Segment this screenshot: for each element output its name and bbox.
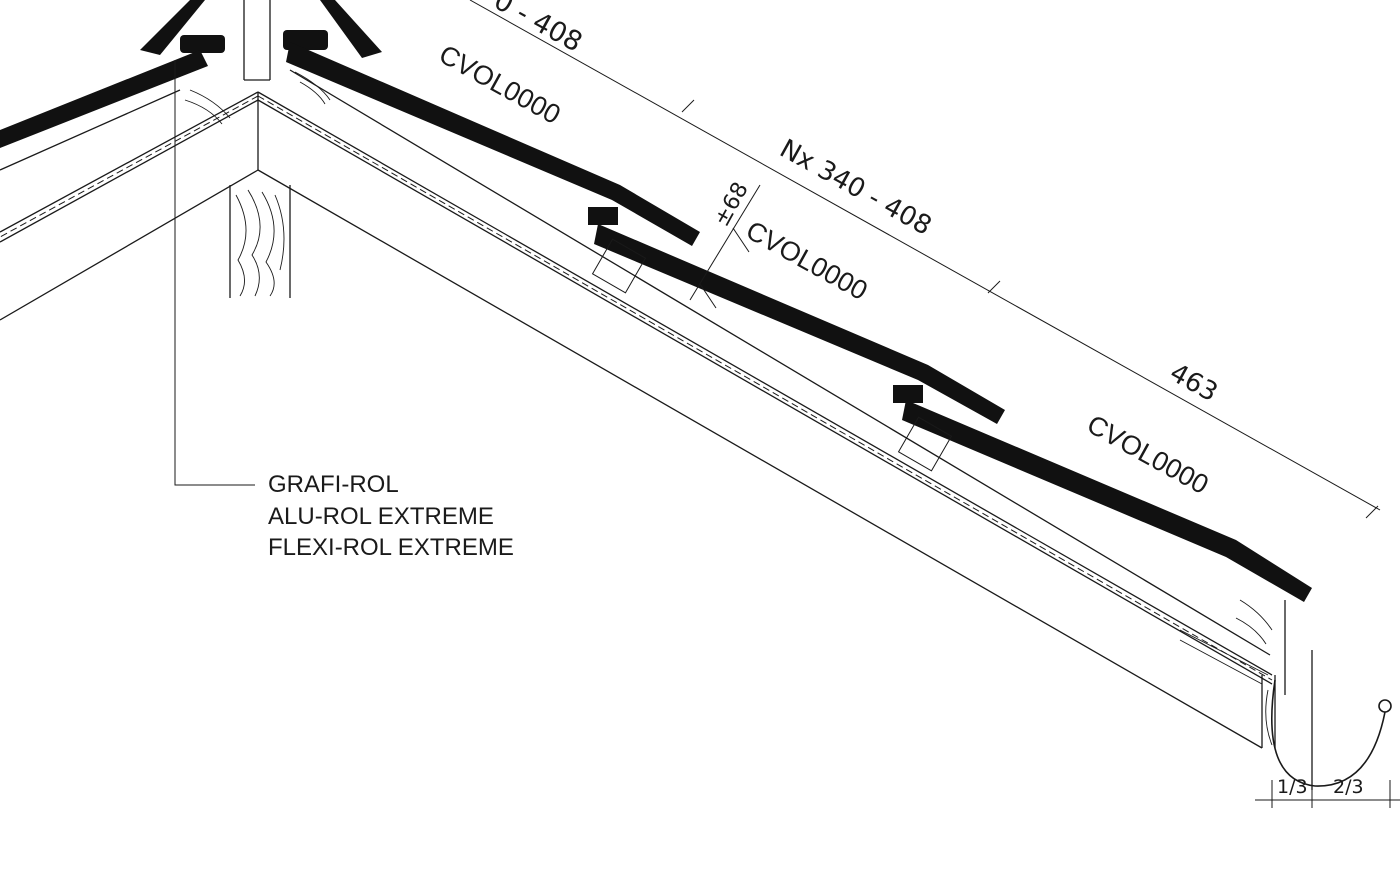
roof-tile-left — [0, 50, 208, 148]
dim-last-spacing: 463 — [1165, 358, 1223, 408]
roof-tile-2 — [594, 224, 1005, 424]
gutter — [1271, 679, 1392, 787]
callout-line-3: FLEXI-ROL EXTREME — [268, 534, 514, 561]
roof-tile-3 — [902, 400, 1312, 602]
dim-batten-spacing: Nx 340 - 408 — [775, 134, 937, 242]
tile-label-2: CVOL0000 — [741, 215, 872, 306]
roof-tile-1 — [286, 42, 700, 246]
callout: GRAFI-ROL ALU-ROL EXTREME FLEXI-ROL EXTR… — [268, 471, 514, 561]
callout-line-1: GRAFI-ROL — [268, 471, 399, 498]
wood-grain — [184, 71, 1273, 746]
dim-gutter-right: 2/3 — [1333, 776, 1364, 798]
dim-top-partial: 0 - 408 — [489, 0, 588, 58]
dim-overlap: ±68 — [709, 178, 753, 231]
dimension-lines — [174, 0, 1400, 808]
roof-structure — [0, 0, 1313, 790]
roof-tiles — [0, 42, 1312, 602]
callout-line-2: ALU-ROL EXTREME — [268, 503, 494, 530]
dim-gutter-left: 1/3 — [1277, 776, 1308, 798]
ridge-tiles — [140, 0, 382, 58]
